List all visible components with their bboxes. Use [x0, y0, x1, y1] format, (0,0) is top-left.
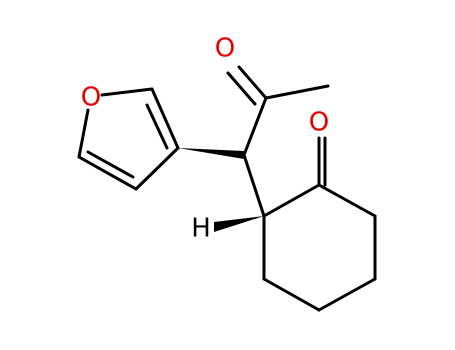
bond-ring-2-3 — [317, 183, 377, 218]
bonds — [77, 65, 377, 312]
bond-furan-c2-c3 — [150, 87, 180, 150]
bond-carbonyl-methyl — [264, 84, 330, 100]
bond-furan-o-c2 — [100, 87, 154, 97]
ring-ketone-oxygen-label: O — [309, 108, 329, 138]
wedge-bond-furan — [178, 148, 244, 159]
bond-furan-c4-c5-inner — [86, 150, 135, 179]
bond-ch-to-carbonyl — [242, 96, 268, 157]
bond-ch-to-ring-ch — [242, 153, 266, 218]
bond-furan-o-c5 — [77, 108, 90, 159]
bond-furan-c2-c3-inner — [145, 103, 169, 150]
acetyl-oxygen-label: O — [215, 34, 235, 64]
bond-furan-c3-c4 — [134, 146, 180, 191]
bond-ring-4-5 — [317, 277, 377, 312]
bond-acetyl-co-2 — [226, 71, 257, 106]
stereo-hydrogen-label: H — [191, 214, 211, 244]
wedge-bond-hydrogen — [214, 216, 264, 232]
bond-acetyl-co-1 — [237, 65, 268, 100]
bond-ring-1-2 — [262, 183, 321, 218]
furan-oxygen-label: O — [81, 83, 101, 113]
bond-ring-5-6 — [262, 277, 321, 312]
bond-furan-c4-c5 — [77, 155, 138, 191]
